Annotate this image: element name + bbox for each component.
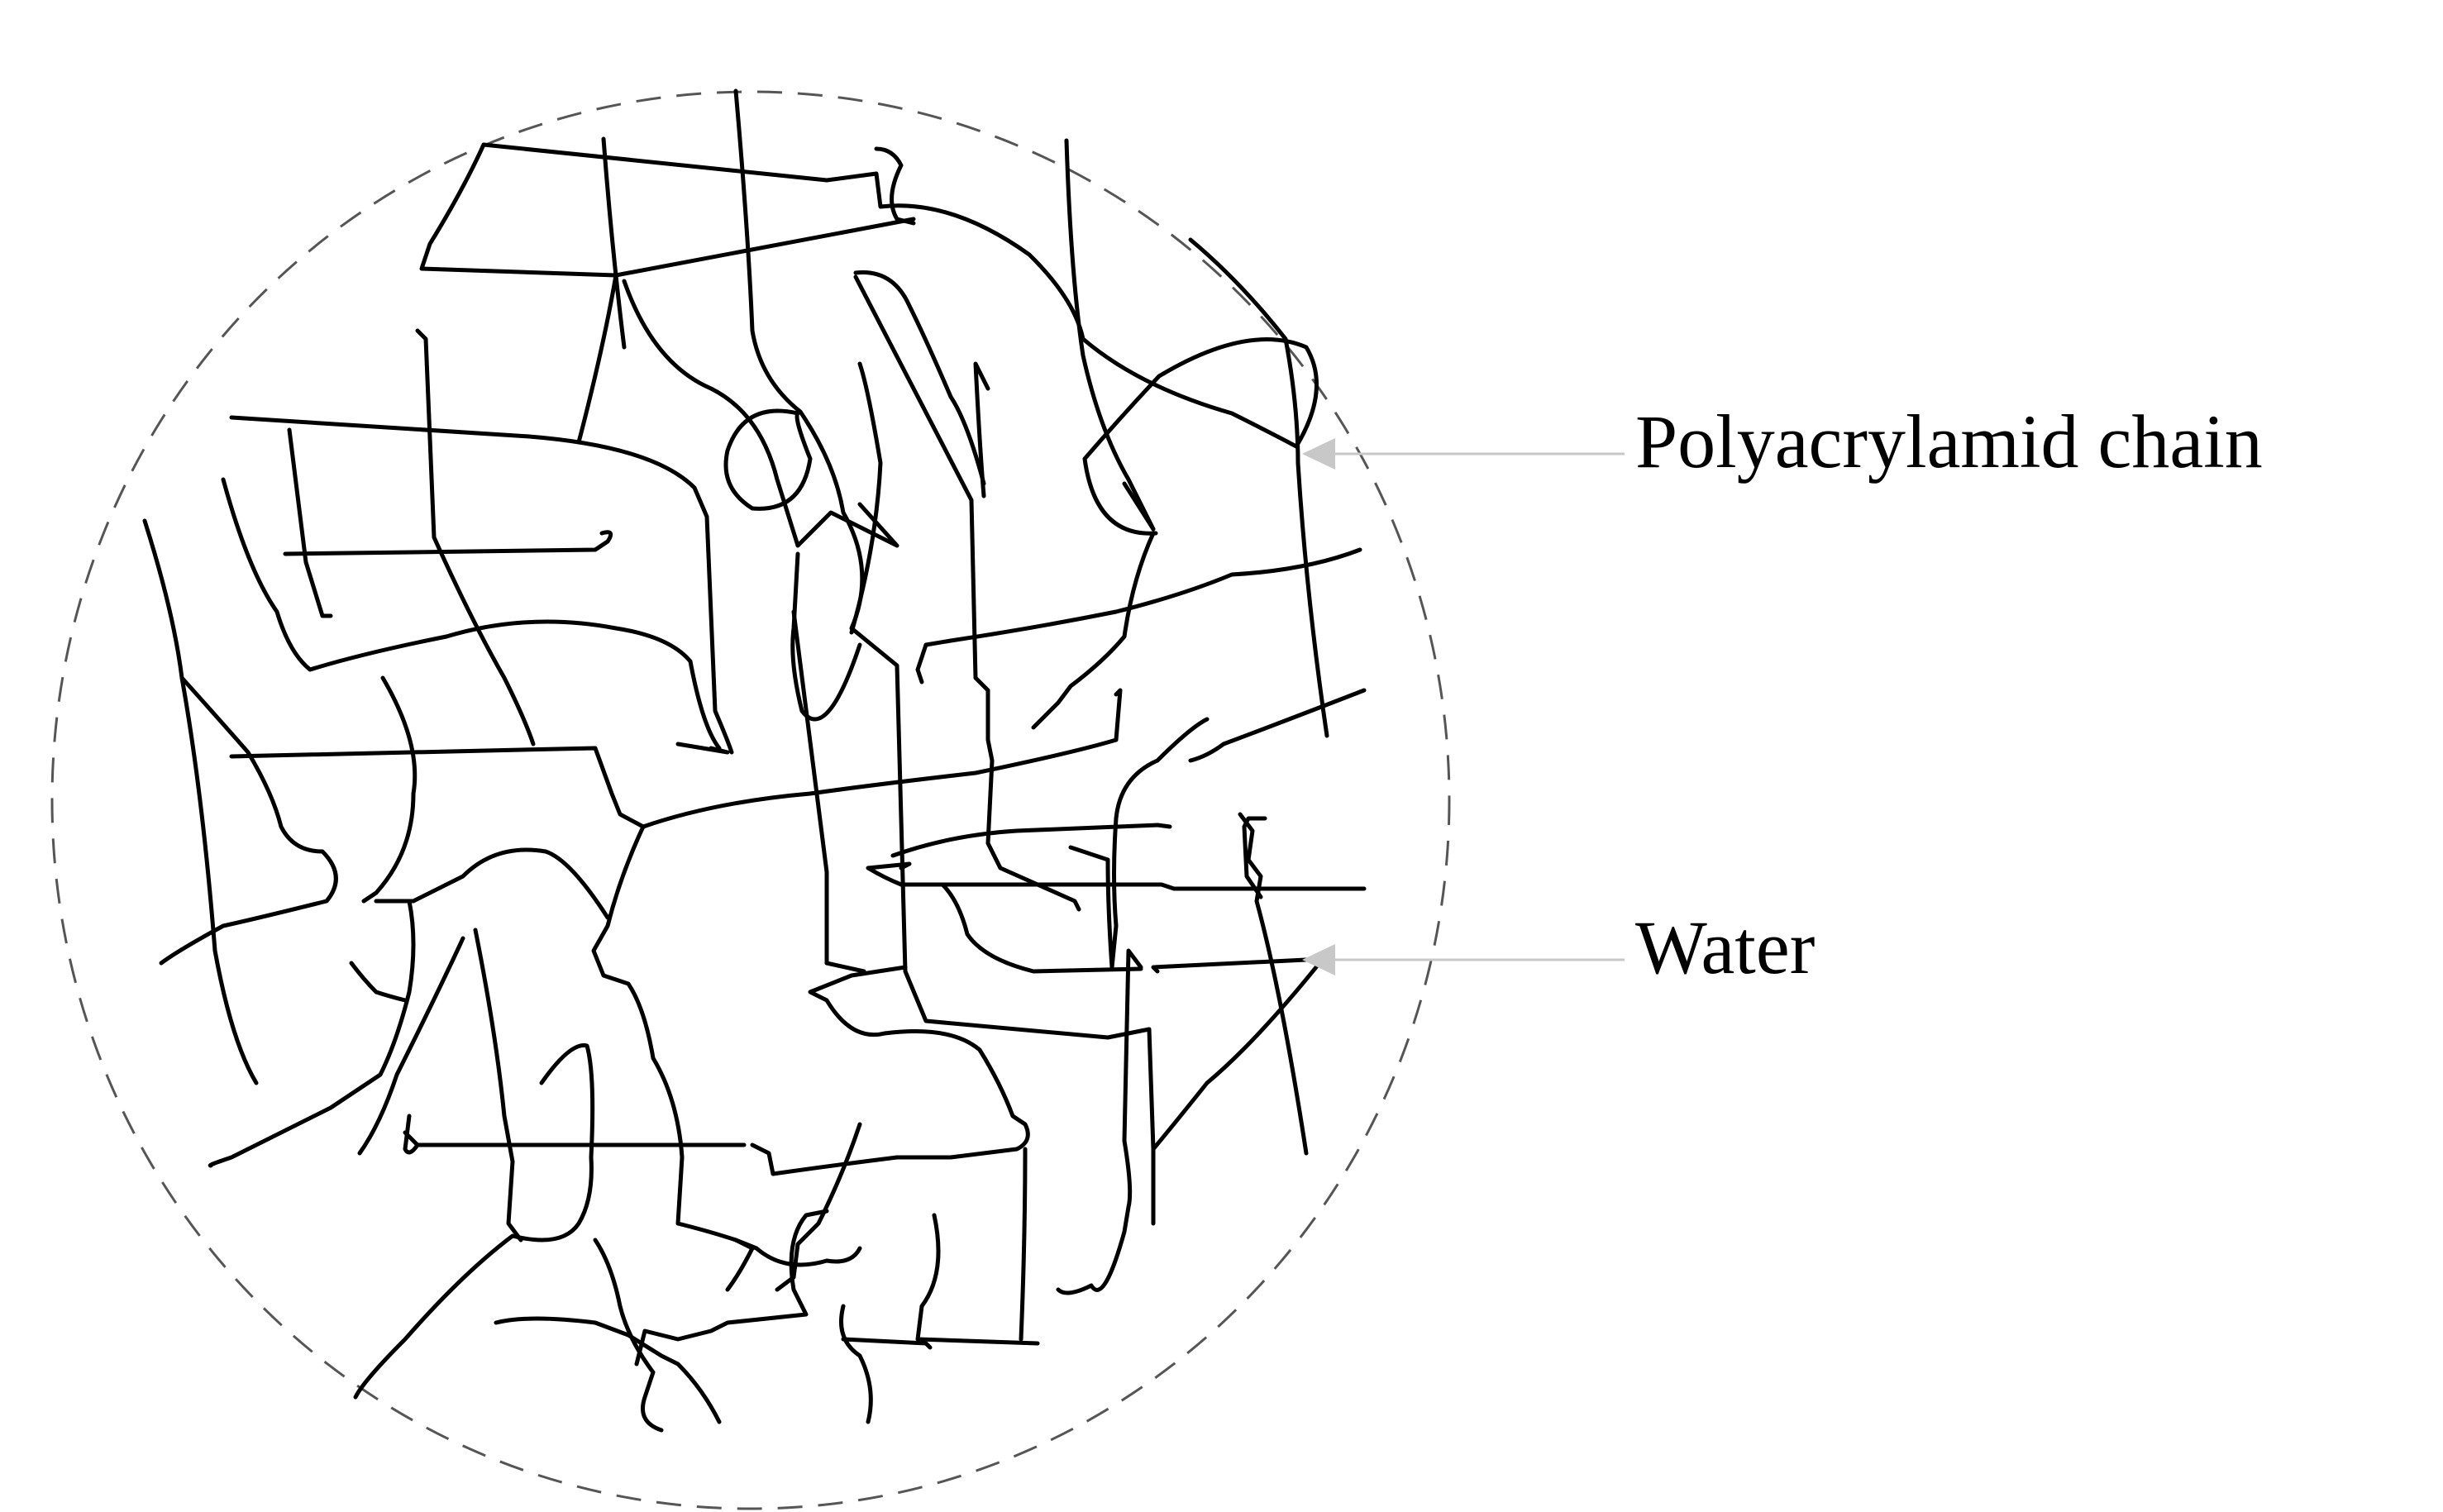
polymer-chain [415, 328, 536, 746]
polymer-chain [853, 274, 1081, 912]
polymer-chain [915, 1213, 1040, 1346]
polymer-chain [839, 1304, 873, 1424]
polymer-chain [229, 415, 734, 755]
chain-callout [1302, 438, 1625, 470]
polymer-chain [481, 142, 1319, 536]
polymer-chain [1242, 816, 1267, 899]
polymer-chain [179, 675, 259, 1085]
polymer-chain [142, 518, 338, 966]
polymer-chain [790, 551, 862, 722]
polymer-chain [940, 882, 1143, 974]
polymer-network [142, 88, 1367, 1433]
polymer-chain [899, 882, 1367, 891]
polymer-chain [622, 279, 899, 548]
polymer-chain [591, 824, 862, 1267]
polymer-chain [403, 1130, 747, 1147]
polymer-chain [723, 408, 813, 511]
polymer-chain [473, 928, 523, 1243]
polymer-chain [1188, 688, 1367, 763]
polymer-chain [915, 547, 1362, 684]
polymer-chain [849, 361, 883, 635]
polymer-chain [1122, 481, 1156, 532]
polymer-chain [675, 742, 730, 755]
polymer-chain [601, 136, 627, 350]
polymer-chain [593, 1238, 664, 1433]
gel-boundary-circle [50, 90, 1451, 1510]
polymer-chain [824, 961, 866, 974]
polymer-chain [419, 142, 916, 278]
polymer-chain [349, 961, 408, 1003]
polymer-chain [374, 847, 610, 920]
polymer-chain [1109, 717, 1210, 970]
polymer-chain [791, 609, 829, 966]
polymer-chain [874, 146, 916, 226]
polymer-chain [1064, 138, 1156, 532]
polymer-chain [750, 965, 1030, 1176]
water-arrowhead [1302, 944, 1335, 975]
polymer-chain [229, 688, 1123, 829]
polymer-chain [1188, 237, 1329, 738]
polymer-chain [353, 1043, 595, 1400]
water-label: Water [1635, 905, 1816, 990]
polymer-chain [361, 675, 418, 904]
polymer-chain [725, 1238, 755, 1292]
polymer-chain [403, 1114, 420, 1155]
polymer-chain [208, 899, 416, 1168]
water-callout [1302, 944, 1625, 975]
polymer-chain [1068, 845, 1114, 970]
polymer-chain [1031, 531, 1156, 730]
polymer-chain [1238, 812, 1309, 1156]
polymer-chain [853, 270, 986, 486]
polyacrylamid-chain-label: Polyacrylamid chain [1635, 399, 2263, 484]
polymer-chain [890, 823, 1172, 858]
polymer-chain [1151, 956, 1325, 1152]
polymer-chain [494, 1316, 722, 1424]
polymer-chain [357, 936, 465, 1156]
polymer-chain [1056, 948, 1143, 1295]
polymer-chain [866, 861, 912, 887]
polymer-chain [287, 427, 333, 618]
polymer-chain [576, 273, 618, 445]
polymer-chain [1019, 1147, 1028, 1342]
polymer-chain [775, 1122, 862, 1292]
polymer-chain [634, 1209, 829, 1367]
polymer-chain [221, 477, 722, 751]
chain-arrowhead [1302, 438, 1335, 470]
polymer-chain [283, 530, 613, 556]
polymer-chain [841, 1337, 933, 1350]
